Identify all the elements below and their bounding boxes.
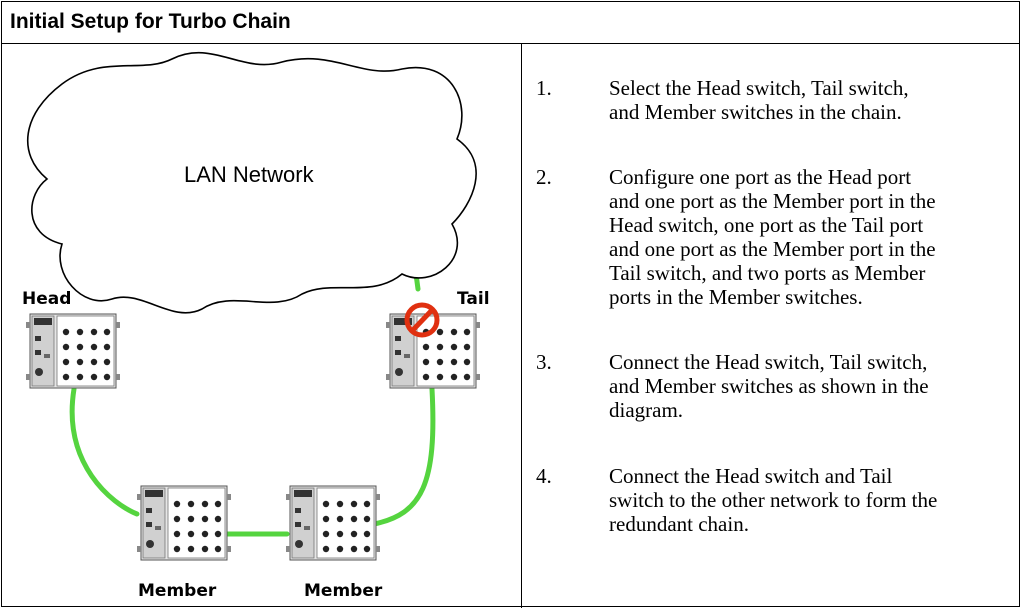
step-line: Connect the Head switch, Tail switch,	[609, 350, 928, 374]
member-switch-1	[136, 485, 232, 561]
member-switch-2	[285, 485, 381, 561]
step-line: Configure one port as the Head port	[609, 165, 912, 189]
page-title: Initial Setup for Turbo Chain	[2, 2, 1019, 44]
head-switch	[25, 313, 121, 389]
cloud-icon: LAN Network	[26, 51, 477, 314]
step-line: and one port as the Member port in the	[609, 189, 936, 213]
step-line: Tail switch, and two ports as Member	[609, 261, 926, 285]
step-number: 3.	[536, 350, 552, 374]
step-line: Select the Head switch, Tail switch,	[609, 76, 909, 100]
step-text: Select the Head switch, Tail switch, and…	[609, 76, 1019, 124]
tail-label: Tail	[457, 289, 490, 309]
step-line: redundant chain.	[609, 512, 749, 536]
step-line: and Member switches in the chain.	[609, 100, 902, 124]
turbo-chain-diagram: LAN Network Head Tail Member Member	[2, 44, 521, 608]
step-line: ports in the Member switches.	[609, 285, 863, 309]
step-line: and one port as the Member port in the	[609, 237, 936, 261]
prohibited-icon	[404, 302, 440, 338]
step-line: switch to the other network to form the	[609, 488, 938, 512]
step-text: Connect the Head switch, Tail switch, an…	[609, 350, 1019, 422]
column-divider	[521, 44, 522, 608]
cloud-label: LAN Network	[184, 162, 315, 187]
steps-list: 1. Select the Head switch, Tail switch, …	[536, 44, 1020, 608]
step-number: 2.	[536, 165, 552, 189]
step-text: Connect the Head switch and Tail switch …	[609, 464, 1019, 536]
member-label-1: Member	[138, 581, 217, 601]
step-line: Head switch, one port as the Tail port	[609, 213, 924, 237]
member-label-2: Member	[304, 581, 383, 601]
step-line: and Member switches as shown in the	[609, 374, 929, 398]
step-line: Connect the Head switch and Tail	[609, 464, 893, 488]
step-number: 4.	[536, 464, 552, 488]
step-line: diagram.	[609, 398, 684, 422]
step-number: 1.	[536, 76, 552, 100]
head-label: Head	[22, 289, 71, 309]
tail-switch	[385, 313, 481, 389]
step-text: Configure one port as the Head port and …	[609, 165, 1019, 309]
